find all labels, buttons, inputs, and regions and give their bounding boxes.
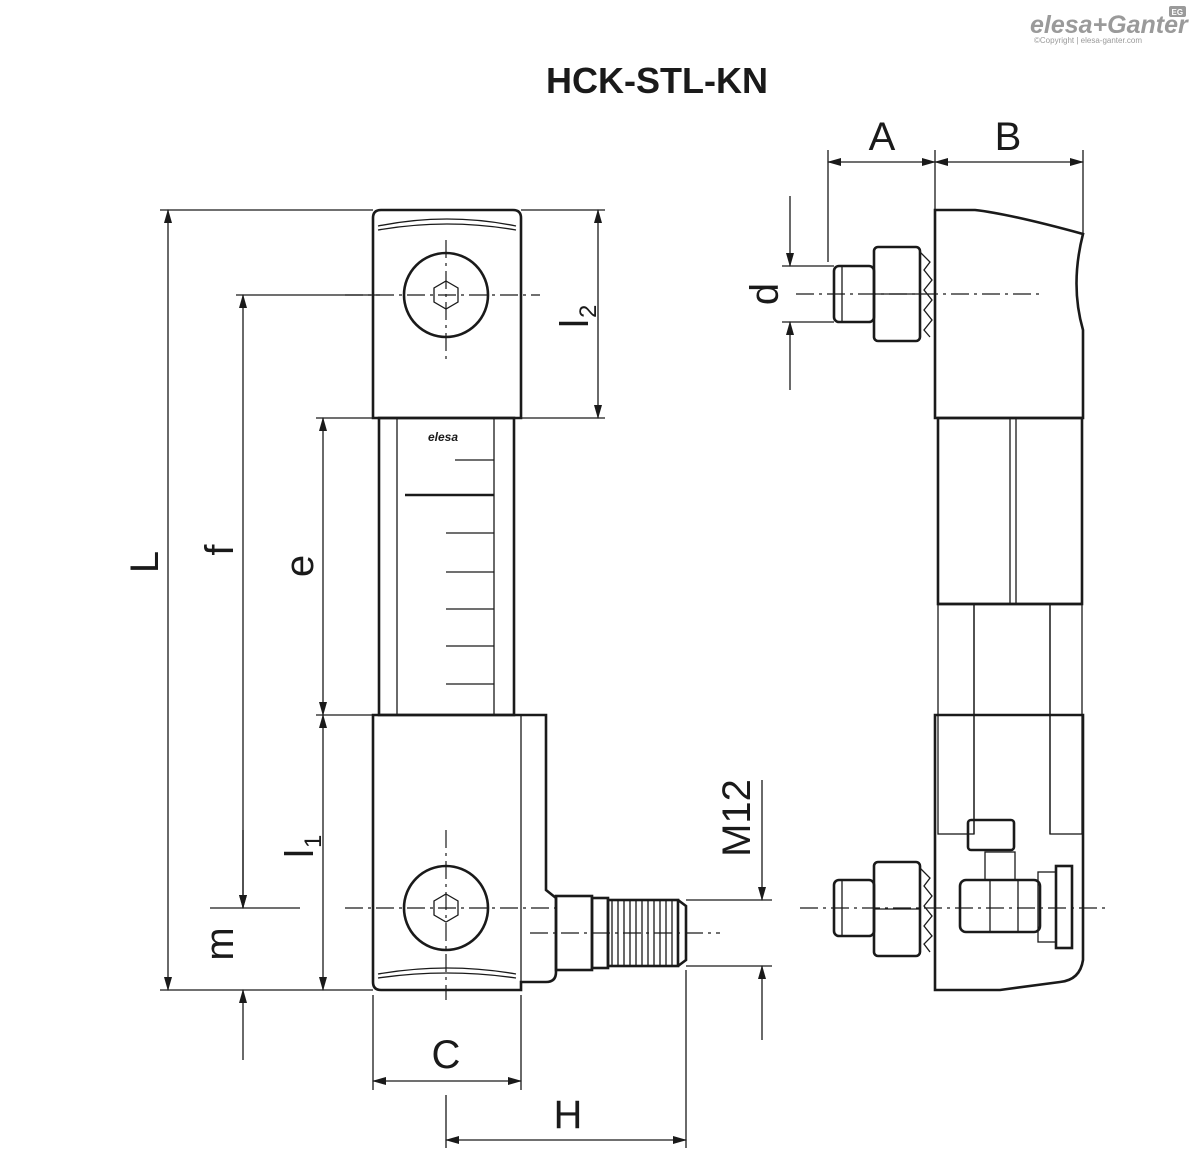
tube-marking: elesa [428, 430, 458, 444]
front-view: elesa [345, 208, 720, 1000]
dim-label-e: e [278, 555, 322, 577]
side-dimensions: A B d [743, 115, 1084, 390]
side-banjo-bolt [958, 878, 1042, 934]
level-scale [405, 459, 494, 685]
dim-label-l2: l [553, 319, 597, 328]
side-view [796, 208, 1105, 992]
brand-name: elesa+Ganter [1030, 11, 1189, 39]
brand-badge: EG [1172, 8, 1184, 17]
dim-label-m: m [198, 927, 242, 960]
side-bottom-block [933, 713, 1085, 992]
side-top-cap [933, 208, 1085, 420]
dim-label-B: B [995, 115, 1022, 159]
bottom-block [371, 713, 558, 992]
dim-label-L: L [123, 551, 167, 573]
dim-label-l2-subscript: 2 [575, 305, 602, 318]
top-cap [371, 208, 523, 420]
dim-label-f: f [198, 544, 242, 556]
top-cap-groove [377, 218, 517, 227]
dim-label-A: A [869, 115, 896, 159]
dim-label-H: H [554, 1093, 583, 1137]
front-dimensions: L f m e l 1 l 2 C H [123, 209, 772, 1148]
drawing-title: HCK-STL-KN [546, 60, 768, 101]
brand-badge-box [1169, 6, 1186, 17]
dim-label-d: d [743, 283, 787, 305]
dim-label-l1-subscript: 1 [300, 835, 327, 848]
brand-copyright: ©Copyright | elesa-ganter.com [1034, 36, 1142, 45]
dim-label-M12: M12 [715, 779, 759, 857]
side-screw-head [966, 818, 1016, 852]
threaded-stud [530, 894, 720, 972]
bottom-hex-socket-icon [433, 893, 459, 923]
dim-label-l1: l [278, 849, 322, 858]
brand-logo: elesa+Ganter ©Copyright | elesa-ganter.c… [1030, 6, 1189, 45]
dim-label-C: C [432, 1033, 461, 1077]
